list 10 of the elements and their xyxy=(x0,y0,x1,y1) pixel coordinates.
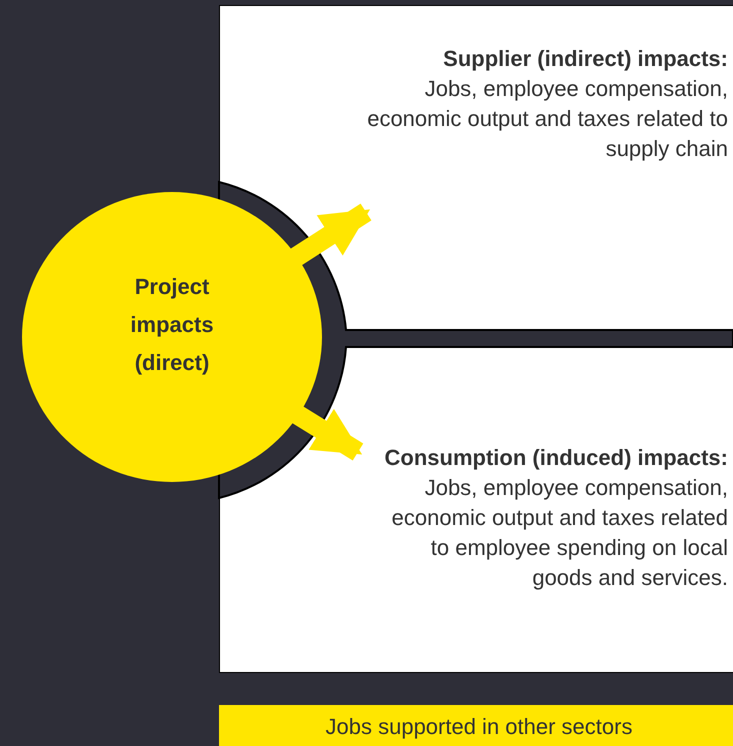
box-body: Jobs, employee compensation, economic output and taxes related to supply chain xyxy=(366,75,728,163)
box-heading: Supplier (indirect) impacts: xyxy=(442,45,728,73)
text-box xyxy=(219,5,733,330)
circle-label: Project impacts (direct) xyxy=(129,273,215,377)
circle xyxy=(22,192,322,482)
banner-bar xyxy=(219,705,733,746)
box-heading: Consumption (induced) impacts: xyxy=(384,444,728,472)
box-body: Jobs, employee compensation, economic output and taxes related to employee spending on local goods and services. xyxy=(390,474,728,592)
banner-text: Jobs supported in other sectors xyxy=(326,714,632,739)
text-box xyxy=(219,347,733,673)
